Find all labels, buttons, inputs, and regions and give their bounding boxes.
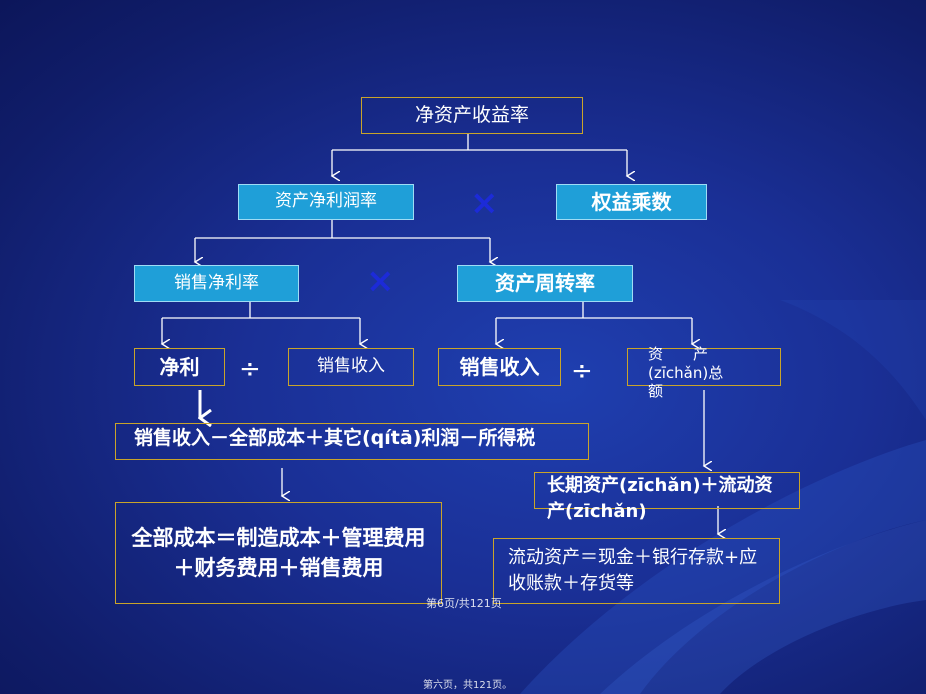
total-assets-label: 资 产(zīchǎn)总额 [648,344,724,401]
divide-operator-2: ÷ [571,356,593,386]
times-operator-1: × [470,183,499,223]
total-cost-formula-box: 全部成本＝制造成本＋管理费用＋财务费用＋销售费用 [115,502,442,604]
net-profit-formula-box: 销售收入－全部成本＋其它(qítā)利润－所得税 [115,423,589,460]
roe-box: 净资产收益率 [361,97,583,134]
sales-revenue-box-1: 销售收入 [288,348,414,386]
sales-net-margin-box: 销售净利率 [134,265,299,302]
net-profit-box: 净利 [134,348,225,386]
net-profit-label: 净利 [159,354,200,379]
sales-net-margin-label: 销售净利率 [174,272,259,293]
current-assets-formula-label: 流动资产＝现金＋银行存款+应收账款＋存货等 [508,546,758,594]
page-overlay-text: 第6页/共121页 [426,597,502,610]
sales-revenue-label-1: 销售收入 [317,356,385,377]
asset-turnover-box: 资产周转率 [457,265,633,302]
divide-operator-1: ÷ [239,354,261,384]
total-cost-formula-label: 全部成本＝制造成本＋管理费用＋财务费用＋销售费用 [131,525,426,580]
net-margin-on-assets-label: 资产净利润率 [275,191,377,212]
net-profit-formula-label: 销售收入－全部成本＋其它(qítā)利润－所得税 [134,427,536,449]
current-assets-formula-box: 流动资产＝现金＋银行存款+应收账款＋存货等 [493,538,780,604]
equity-multiplier-label: 权益乘数 [591,189,672,214]
net-margin-on-assets-box: 资产净利润率 [238,184,414,220]
sales-revenue-label-2: 销售收入 [459,354,540,379]
total-assets-box: 资 产(zīchǎn)总额 [627,345,781,400]
asset-turnover-label: 资产周转率 [495,271,595,295]
long-current-assets-label: 长期资产(zīchǎn)＋流动资产(zīchǎn) [547,475,773,522]
roe-label: 净资产收益率 [414,103,529,126]
equity-multiplier-box: 权益乘数 [556,184,707,220]
long-current-assets-box: 长期资产(zīchǎn)＋流动资产(zīchǎn) [534,472,800,522]
times-operator-2: × [366,261,395,301]
page-footer-text: 第六页，共121页。 [423,680,513,691]
sales-revenue-box-2: 销售收入 [438,348,561,386]
